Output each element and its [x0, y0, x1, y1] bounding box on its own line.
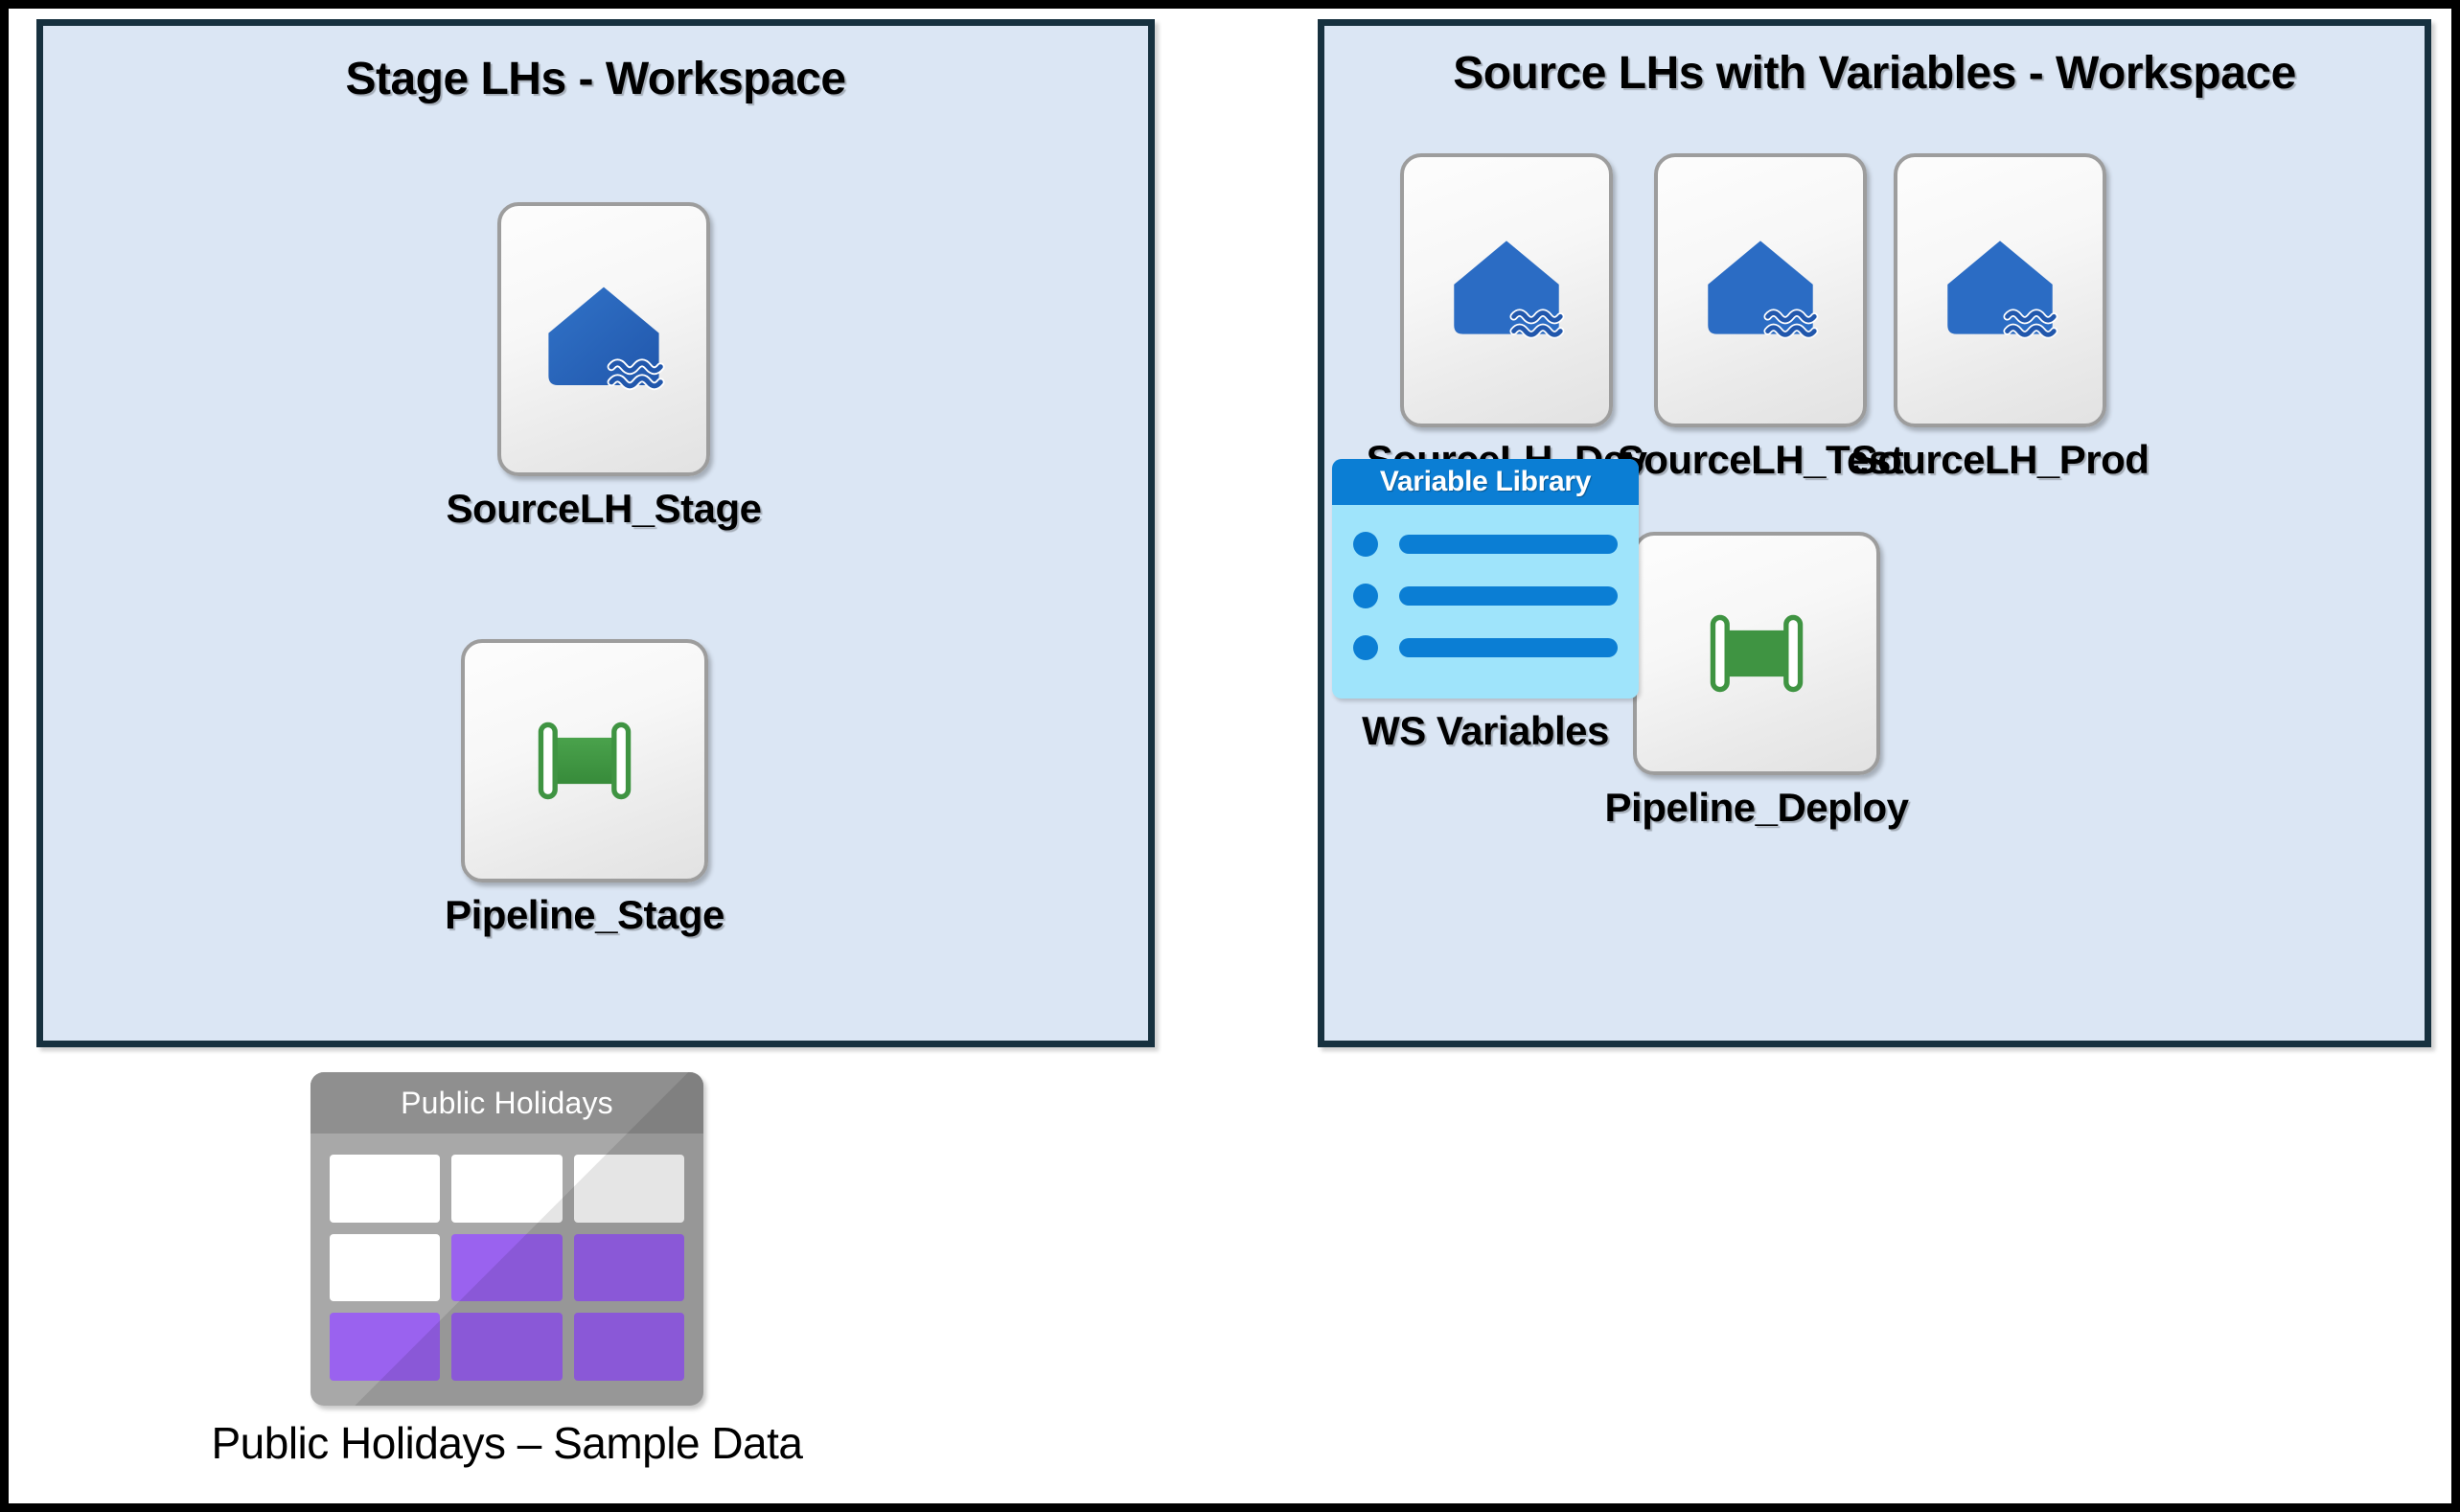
- workspace-panel-stage: Stage LHs - Workspace: [36, 19, 1155, 1047]
- label-public-holidays: Public Holidays – Sample Data: [211, 1418, 803, 1468]
- table-cell: [330, 1155, 441, 1223]
- item-ws-variables[interactable]: Variable Library WS Varia: [1284, 459, 1687, 754]
- label-sourcelh-stage: SourceLH_Stage: [446, 486, 762, 531]
- tile-sourcelh-stage[interactable]: [497, 202, 710, 476]
- variable-bar: [1399, 638, 1618, 657]
- variable-row: [1353, 635, 1618, 660]
- table-cell: [451, 1155, 563, 1223]
- label-pipeline-stage: Pipeline_Stage: [445, 892, 724, 937]
- variable-bar: [1399, 586, 1618, 606]
- tile-pipeline-stage[interactable]: [461, 639, 708, 882]
- label-sourcelh-test: SourceLH_Test: [1617, 437, 1904, 482]
- label-pipeline-deploy: Pipeline_Deploy: [1604, 785, 1909, 830]
- item-sourcelh-prod[interactable]: SourceLH_Prod: [1799, 153, 2201, 483]
- tile-sourcelh-test[interactable]: [1654, 153, 1867, 427]
- variable-bar: [1399, 535, 1618, 554]
- variable-library-icon[interactable]: Variable Library: [1332, 459, 1639, 699]
- lakehouse-icon: [1927, 218, 2073, 363]
- table-cell: [573, 1233, 684, 1302]
- table-cell: [451, 1313, 563, 1381]
- lakehouse-icon: [1434, 218, 1579, 363]
- bullet-icon: [1353, 635, 1378, 660]
- table-title: Public Holidays: [310, 1072, 703, 1134]
- variable-library-rows: [1332, 505, 1639, 660]
- variable-row: [1353, 584, 1618, 608]
- label-ws-variables: WS Variables: [1362, 708, 1609, 753]
- table-cell: [330, 1233, 441, 1302]
- table-cell: [451, 1233, 563, 1302]
- lakehouse-icon: [527, 263, 680, 416]
- variable-row: [1353, 532, 1618, 557]
- tile-sourcelh-prod[interactable]: [1894, 153, 2106, 427]
- table-cell: [330, 1313, 441, 1381]
- lakehouse-icon: [1688, 218, 1833, 363]
- panel-title-source: Source LHs with Variables - Workspace: [1453, 48, 2296, 99]
- item-public-holidays[interactable]: Public Holidays Public Holidays – Sample…: [210, 1072, 804, 1469]
- table-cell: [573, 1313, 684, 1381]
- variable-library-title: Variable Library: [1332, 459, 1639, 505]
- table-grid: [310, 1134, 703, 1406]
- tile-sourcelh-dev[interactable]: [1400, 153, 1613, 427]
- bullet-icon: [1353, 532, 1378, 557]
- item-pipeline-deploy[interactable]: Pipeline_Deploy: [1555, 532, 1958, 831]
- item-sourcelh-stage[interactable]: SourceLH_Stage: [402, 202, 805, 532]
- item-sourcelh-test[interactable]: SourceLH_Test: [1559, 153, 1962, 483]
- item-pipeline-stage[interactable]: Pipeline_Stage: [383, 639, 786, 938]
- pipeline-icon: [1692, 589, 1821, 718]
- bullet-icon: [1353, 584, 1378, 608]
- table-cell: [573, 1155, 684, 1223]
- pipeline-icon: [520, 697, 649, 825]
- workspace-panel-source: Source LHs with Variables - Workspace: [1318, 19, 2431, 1047]
- panel-title-stage: Stage LHs - Workspace: [345, 54, 846, 104]
- label-sourcelh-prod: SourceLH_Prod: [1851, 437, 2150, 482]
- table-icon[interactable]: Public Holidays: [310, 1072, 703, 1406]
